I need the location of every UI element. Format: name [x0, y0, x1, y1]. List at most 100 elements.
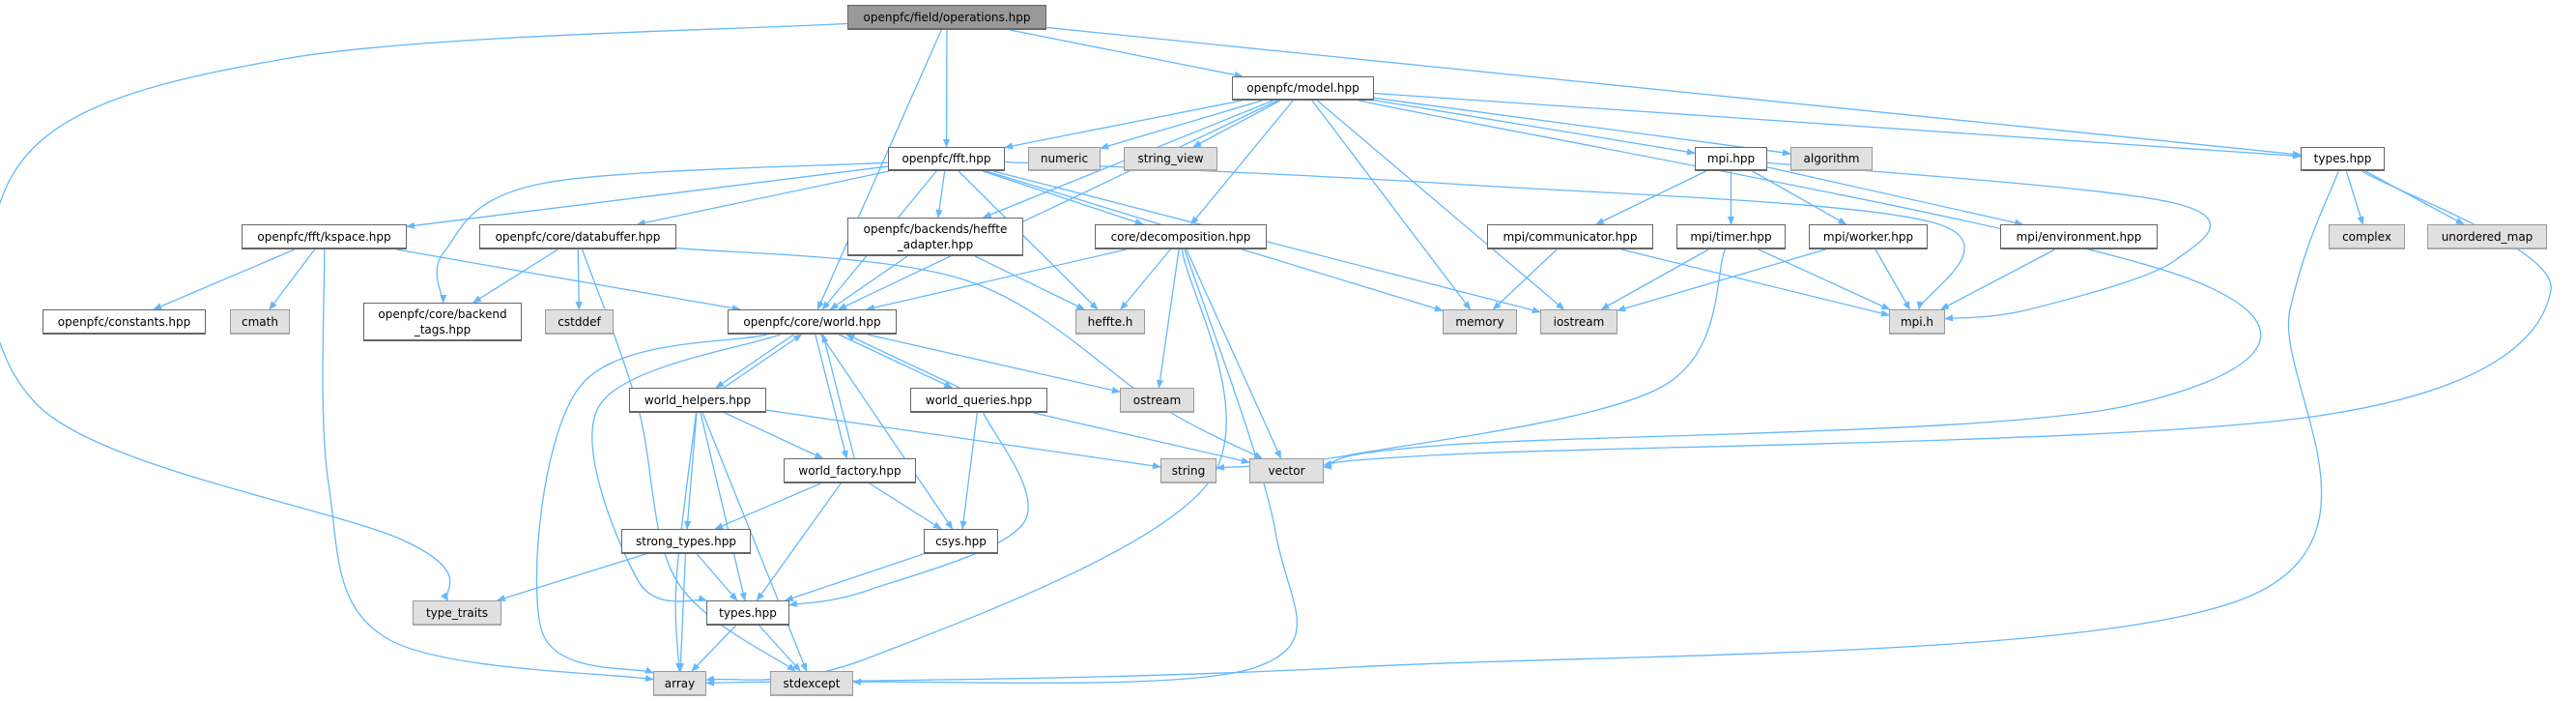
edge-world_queries-to-world [845, 334, 960, 389]
node-label: string [1171, 463, 1206, 478]
edge-world_helpers-to-world [723, 334, 803, 389]
node-label: type_traits [425, 605, 489, 620]
edge-model-to-memory [1311, 100, 1472, 310]
node-stdexcept: stdexcept [770, 671, 853, 696]
node-complex: complex [2329, 224, 2405, 249]
node-label: openpfc/fft.hpp [902, 152, 991, 165]
edge-world_queries-to-types_c [788, 412, 1029, 607]
node-label: memory [1455, 314, 1504, 329]
edge-model-to-fft [1004, 100, 1243, 150]
edge-model-to-types_r [1373, 92, 2302, 160]
node-label: openpfc/core/backend _tags.hpp [378, 307, 507, 336]
node-decomposition[interactable]: core/decomposition.hpp [1095, 224, 1267, 249]
node-ops[interactable]: openpfc/field/operations.hpp [847, 5, 1046, 30]
edge-types_r-to-unordered_map [2364, 170, 2465, 225]
edge-strong_types-to-array [676, 553, 687, 672]
edge-world_helpers-to-world_factory [724, 412, 824, 459]
edge-strong_types-to-type_traits [496, 553, 646, 602]
node-communicator[interactable]: mpi/communicator.hpp [1487, 224, 1653, 249]
node-kspace[interactable]: openpfc/fft/kspace.hpp [242, 224, 407, 249]
node-world-helpers[interactable]: world_helpers.hpp [629, 388, 766, 413]
edge-timer-to-mpi_h [1758, 248, 1891, 310]
node-label: strong_types.hpp [636, 534, 736, 548]
node-model[interactable]: openpfc/model.hpp [1232, 76, 1374, 101]
node-type-traits: type_traits [413, 600, 501, 626]
node-label: algorithm [1803, 152, 1860, 165]
edge-decomposition-to-ostream [1156, 248, 1180, 389]
edge-types_r-to-complex [2345, 170, 2364, 225]
edge-world_helpers-to-string [765, 409, 1161, 470]
node-label: numeric [1040, 152, 1089, 165]
node-heffte-adapter[interactable]: openpfc/backends/heffte _adapter.hpp [847, 218, 1023, 256]
edge-world_factory-to-types_c [756, 482, 842, 601]
edge-strong_types-to-types_c [696, 553, 738, 601]
node-iostream: iostream [1540, 309, 1617, 335]
edge-model-to-mpi_hpp [1373, 99, 1696, 156]
edge-heffte_adapter-to-world [829, 255, 908, 310]
node-mpi-hpp[interactable]: mpi.hpp [1695, 147, 1767, 171]
edge-types_c-to-stdexcept [758, 625, 801, 672]
node-environment[interactable]: mpi/environment.hpp [2000, 224, 2158, 249]
edge-fft-to-databuffer [636, 170, 890, 226]
edge-world-to-ostream [867, 334, 1121, 394]
edge-world_helpers-to-array [674, 412, 698, 672]
node-label: mpi.h [1900, 314, 1934, 329]
edge-world_helpers-to-types_c [700, 412, 747, 601]
edge-model-to-algorithm [1373, 97, 1791, 157]
edge-model-to-string_view [1192, 100, 1281, 148]
node-label: world_factory.hpp [798, 463, 902, 478]
node-label: cmath [242, 314, 278, 329]
edge-types_r-to-vector [1323, 170, 2552, 470]
node-databuffer[interactable]: openpfc/core/databuffer.hpp [479, 224, 676, 249]
node-label: openpfc/core/world.hpp [743, 314, 881, 329]
node-array: array [653, 671, 706, 696]
node-heffte-h: heffte.h [1075, 309, 1145, 335]
node-label: vector [1268, 463, 1305, 478]
node-label: mpi/worker.hpp [1822, 229, 1914, 244]
edge-types_r-to-array [705, 170, 2339, 686]
node-label: openpfc/field/operations.hpp [863, 10, 1031, 24]
edge-world_queries-to-vector [1033, 412, 1250, 464]
node-vector: vector [1249, 458, 1324, 483]
node-world-factory[interactable]: world_factory.hpp [784, 458, 916, 483]
node-label: mpi.hpp [1706, 152, 1756, 165]
edge-world_factory-to-csys [869, 482, 942, 530]
edge-ops-to-type_traits [0, 22, 848, 601]
edge-fft-to-heffte_h [958, 170, 1099, 310]
edge-decomposition-to-heffte_h [1120, 248, 1171, 310]
node-label: openpfc/fft/kspace.hpp [257, 229, 391, 244]
node-world[interactable]: openpfc/core/world.hpp [728, 309, 897, 335]
node-timer[interactable]: mpi/timer.hpp [1676, 224, 1786, 249]
node-ostream: ostream [1120, 388, 1194, 413]
node-label: world_queries.hpp [925, 393, 1033, 407]
node-constants[interactable]: openpfc/constants.hpp [43, 309, 206, 335]
node-label: array [664, 676, 696, 690]
node-csys[interactable]: csys.hpp [924, 529, 998, 554]
node-label: types.hpp [719, 605, 777, 620]
node-world-queries[interactable]: world_queries.hpp [910, 388, 1047, 413]
node-label: complex [2342, 229, 2391, 244]
node-label: cstddef [558, 314, 601, 329]
edge-world-to-types_c [591, 334, 781, 602]
edge-kspace-to-array [322, 248, 654, 683]
edge-world_helpers-to-strong_types [684, 412, 698, 530]
node-unordered-map: unordered_map [2427, 224, 2547, 249]
edge-mpi_hpp-to-environment [1766, 166, 2024, 226]
node-types-c[interactable]: types.hpp [706, 600, 789, 626]
node-memory: memory [1443, 309, 1517, 335]
edge-world-to-array [535, 334, 768, 674]
node-label: unordered_map [2441, 229, 2533, 244]
node-types-r[interactable]: types.hpp [2301, 147, 2385, 171]
node-label: mpi/timer.hpp [1690, 229, 1772, 244]
node-label: mpi/communicator.hpp [1503, 229, 1638, 244]
node-worker[interactable]: mpi/worker.hpp [1809, 224, 1928, 249]
node-strong-types[interactable]: strong_types.hpp [621, 529, 751, 554]
edge-databuffer-to-vector [675, 247, 1263, 459]
edge-mpi_hpp-to-mpi_h [1766, 161, 2212, 322]
node-backend-tags[interactable]: openpfc/core/backend _tags.hpp [363, 303, 522, 341]
edge-databuffer-to-backend_tags [472, 248, 558, 304]
edge-fft-to-iostream [992, 170, 1541, 314]
node-fft[interactable]: openpfc/fft.hpp [888, 147, 1005, 171]
node-label: core/decomposition.hpp [1110, 229, 1251, 244]
